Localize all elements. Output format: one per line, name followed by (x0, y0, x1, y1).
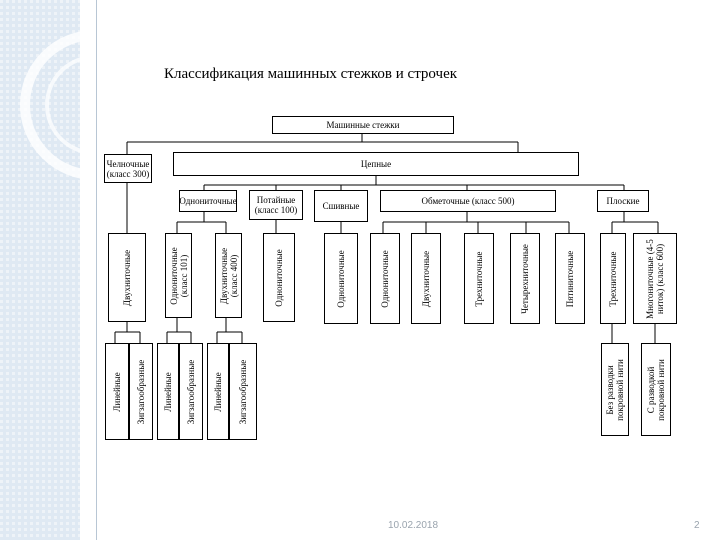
node-two-400-label: Двухниточные (класс 400) (218, 247, 239, 304)
node-flat-without: Без разводки покровной нити (601, 343, 629, 436)
node-blind-single: Однониточные (263, 233, 295, 322)
node-two-linear-label: Линейные (213, 371, 223, 412)
node-flat-three-label: Трехниточные (608, 250, 618, 307)
node-cover-single-label: Однониточные (336, 249, 346, 308)
node-single-101: Однониточные (класс 101) (165, 233, 192, 318)
footer-date: 10.02.2018 (388, 520, 439, 531)
node-cover-single: Однониточные (324, 233, 358, 324)
node-over-one-label: Однониточные (380, 249, 390, 308)
node-flat-three: Трехниточные (600, 233, 626, 324)
node-flat-with: С разводкой покровной нити (641, 343, 671, 436)
node-single-zigzag: Зигзагообразные (179, 343, 203, 440)
node-flat-multi-label: Многониточные (4-5 ниток) (класс 600) (645, 238, 665, 319)
node-two-zigzag: Зигзагообразные (229, 343, 257, 440)
node-lockstitch: Челночные (класс 300) (104, 154, 152, 183)
node-two-zigzag-label: Зигзагообразные (238, 359, 248, 424)
node-lock-zigzag-label: Зигзагообразные (136, 359, 146, 424)
node-single-linear: Линейные (157, 343, 179, 440)
node-over-two: Двухниточные (411, 233, 441, 324)
node-blind-single-label: Однониточные (274, 248, 284, 307)
root-machine-stitches: Машинные стежки (272, 116, 454, 134)
node-cover: Сшивные (314, 190, 368, 222)
node-flat-with-label: С разводкой покровной нити (646, 358, 666, 421)
node-over-four-label: Четырехниточные (520, 243, 530, 314)
node-over-five: Пятиниточные (555, 233, 585, 324)
node-over-three-label: Трехниточные (474, 250, 484, 307)
node-lock-linear: Линейные (105, 343, 129, 440)
node-over-one: Однониточные (370, 233, 400, 324)
node-lock-linear-label: Линейные (112, 371, 122, 412)
node-single-101-label: Однониточные (класс 101) (168, 246, 189, 305)
node-overlock: Обметочные (класс 500) (380, 190, 556, 212)
node-flat: Плоские (597, 190, 649, 212)
diagram-title: Классификация машинных стежков и строчек (164, 66, 458, 82)
node-over-five-label: Пятиниточные (565, 250, 575, 307)
node-flat-without-label: Без разводки покровной нити (605, 358, 625, 421)
node-two-linear: Линейные (207, 343, 229, 440)
node-blind: Потайные (класс 100) (249, 190, 303, 220)
slide-divider (96, 0, 97, 540)
node-single-linear-label: Линейные (163, 371, 173, 412)
node-over-three: Трехниточные (464, 233, 494, 324)
node-single-zigzag-label: Зигзагообразные (186, 359, 196, 424)
page-number: 2 (694, 520, 700, 531)
decorative-stripe (0, 0, 80, 540)
node-lock-two: Двухниточные (108, 233, 146, 322)
node-flat-multi: Многониточные (4-5 ниток) (класс 600) (633, 233, 677, 324)
node-over-four: Четырехниточные (510, 233, 540, 324)
node-over-two-label: Двухниточные (421, 250, 431, 307)
node-single-thread: Однониточные (179, 190, 237, 212)
node-two-400: Двухниточные (класс 400) (215, 233, 242, 318)
node-lock-two-label: Двухниточные (122, 249, 132, 306)
node-chain: Цепные (173, 152, 579, 176)
node-lock-zigzag: Зигзагообразные (129, 343, 153, 440)
